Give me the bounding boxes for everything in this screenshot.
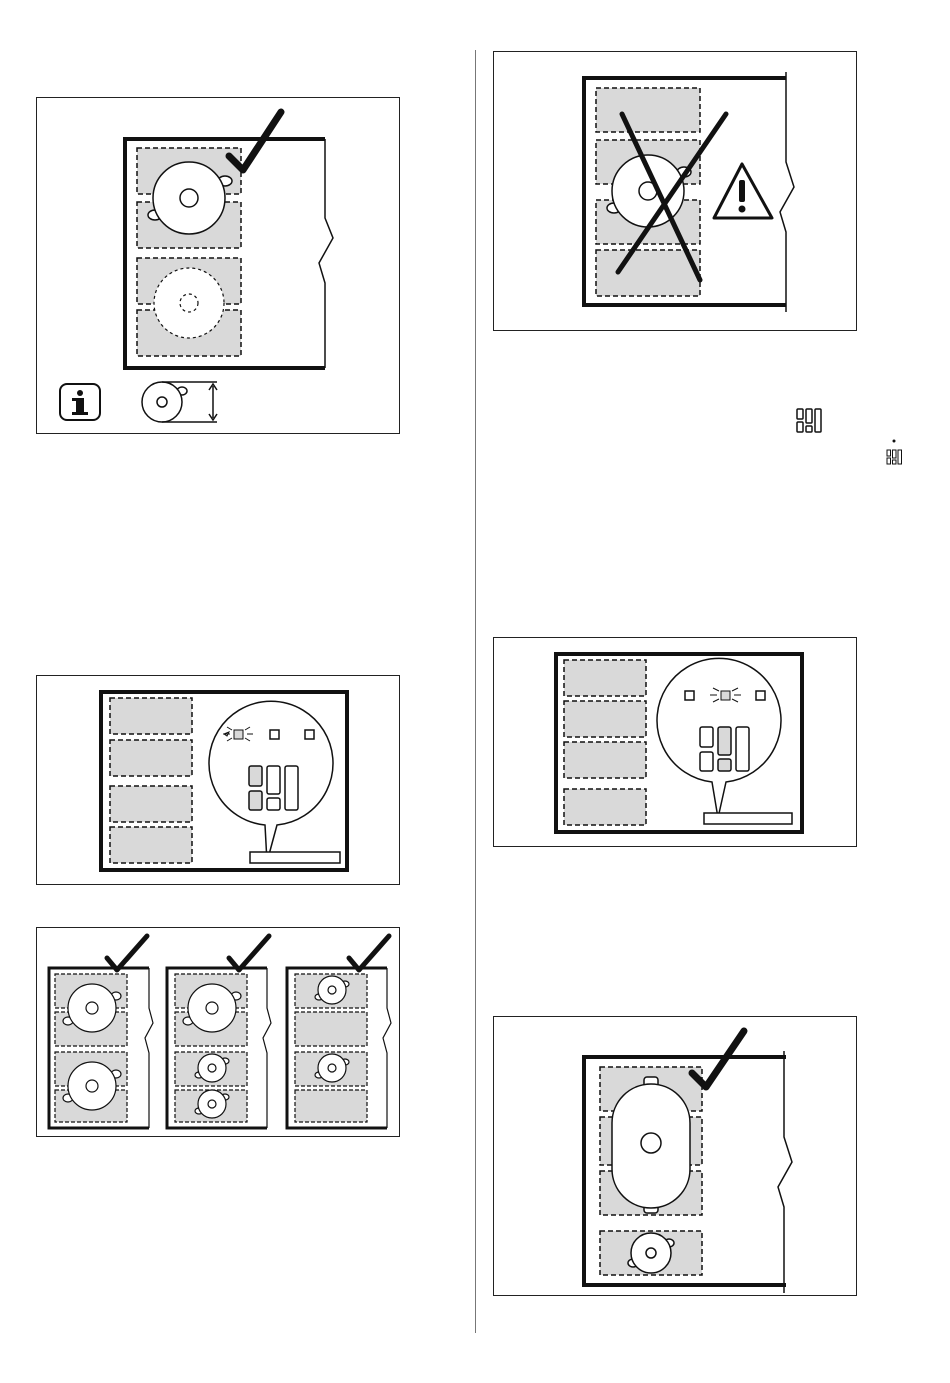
fig-control-panel-right <box>493 637 857 847</box>
info-icon <box>60 384 100 420</box>
column-divider <box>475 50 476 1333</box>
pan-outline-dashed-icon <box>154 268 224 338</box>
pan-height-icon <box>142 382 217 422</box>
fig-pan-wrong-placement <box>493 51 857 331</box>
warning-triangle-icon <box>714 164 772 218</box>
bridge-zone-symbol <box>795 407 823 435</box>
fig-three-layouts <box>36 927 400 1137</box>
indicator-square <box>270 730 279 739</box>
cooking-zones <box>110 698 192 863</box>
indicator-square <box>305 730 314 739</box>
layout-two-large-pans <box>49 936 153 1128</box>
oval-roaster-icon <box>612 1077 690 1213</box>
cooking-zones <box>564 660 646 825</box>
fig-pan-correct-placement <box>36 97 400 434</box>
layout-large-and-small-pans <box>167 936 271 1128</box>
bridge-zone-symbol-small <box>885 438 903 468</box>
fig-oval-roaster <box>493 1016 857 1296</box>
indicator-square <box>756 691 765 700</box>
checkmark-icon <box>229 936 269 970</box>
indicator-square <box>685 691 694 700</box>
checkmark-icon <box>107 936 147 970</box>
layout-two-small-pans <box>287 936 391 1128</box>
checkmark-icon <box>349 936 389 970</box>
fig-control-panel-left <box>36 675 400 885</box>
